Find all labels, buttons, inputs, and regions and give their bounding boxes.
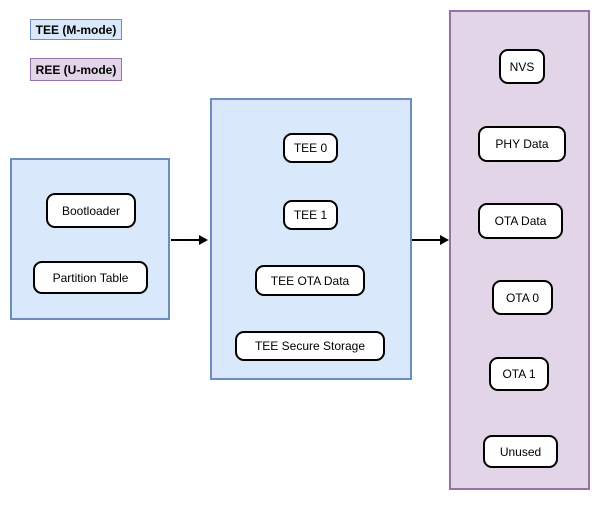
node-partition-table: Partition Table [33,261,148,294]
legend-ree-u-mode: REE (U-mode) [30,58,122,81]
node-nvs: NVS [499,49,545,84]
arrow-right-icon [199,235,208,245]
node-tee-ota-data: TEE OTA Data [255,265,365,296]
node-tee-0: TEE 0 [283,133,338,163]
node-tee-secure-storage: TEE Secure Storage [235,331,385,361]
node-ota-data: OTA Data [478,203,563,239]
connector-line [171,239,199,241]
group-ree-region [449,10,590,490]
node-ota-1: OTA 1 [489,357,549,391]
node-tee-1: TEE 1 [283,200,338,230]
arrow-right-icon [440,235,449,245]
node-bootloader: Bootloader [46,193,136,228]
node-unused: Unused [483,435,558,468]
node-phy-data: PHY Data [478,126,566,162]
connector-line [412,239,440,241]
node-ota-0: OTA 0 [492,280,553,315]
legend-tee-m-mode: TEE (M-mode) [30,19,122,40]
group-bootloader-region [10,158,170,320]
